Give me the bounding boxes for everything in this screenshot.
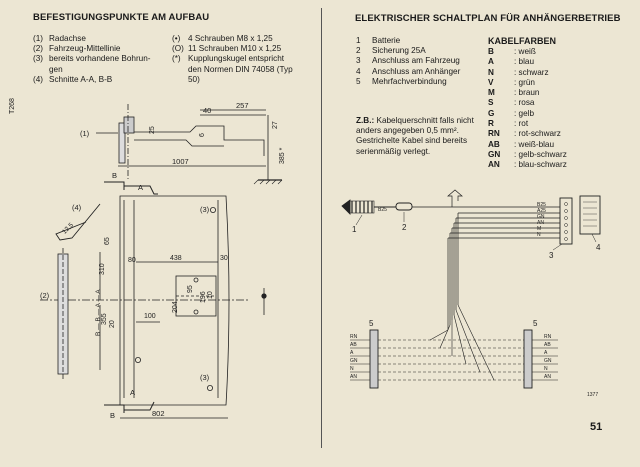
label-b-top: B [112, 171, 117, 180]
dim-802: 802 [152, 409, 165, 418]
dim-10: 10 [207, 291, 214, 299]
conn-right-6: AN [544, 374, 551, 380]
left-heading: BEFESTIGUNGSPUNKTE AM AUFBAU [33, 12, 210, 23]
label-a-bottom: A [130, 388, 135, 397]
dim-65: 65 [104, 237, 111, 245]
label-b-bottom: B [110, 411, 115, 420]
dim-27: 27 [272, 121, 279, 129]
callout-3-bottom: (3) [200, 373, 210, 382]
cable-colors-list: B: weiß A: blau N: schwarz V: grün M: br… [488, 47, 567, 170]
figure-code: 1377 [587, 392, 598, 398]
legend-right: (•)4 Schrauben M8 x 1,25 (O)11 Schrauben… [172, 34, 293, 84]
wire-code-5: M [537, 226, 541, 232]
callout-1-wiring: 1 [352, 225, 357, 234]
conn-right-2: AB [544, 342, 551, 348]
dim-95: 95 [187, 285, 194, 293]
drawing-code: T268 [9, 98, 16, 114]
dim-12-5: 12,5 [61, 221, 75, 235]
callout-4: (4) [72, 203, 82, 212]
wire-code-2: A25 [537, 208, 546, 214]
dim-438: 438 [170, 255, 182, 262]
dim-30: 30 [220, 255, 228, 262]
dim-204: 204 [172, 301, 179, 313]
conn-right-3: A [544, 350, 548, 356]
dim-1007: 1007 [172, 157, 189, 166]
dim-6: 6 [199, 133, 206, 137]
dim-40: 40 [203, 106, 211, 115]
section-labels: B — B — A — A [95, 289, 102, 336]
callout-4-wiring: 4 [596, 243, 601, 252]
dim-355: 355 [101, 313, 108, 325]
cable-colors-title: KABELFARBEN [488, 36, 557, 46]
callout-1: (1) [80, 129, 90, 138]
dim-25: 25 [149, 126, 156, 134]
conn-right-4: GN [544, 358, 552, 364]
legend-left: (1)Radachse (2)Fahrzeug-Mittellinie (3)b… [33, 34, 151, 84]
callout-3-top: (3) [200, 205, 210, 214]
wire-tag-1: B25 [378, 207, 387, 213]
conn-left-2: AB [350, 342, 357, 348]
conn-left-1: RN [350, 334, 358, 340]
wire-code-4: AN [537, 220, 544, 226]
callout-3-wiring: 3 [549, 251, 554, 260]
dim-100: 100 [144, 313, 156, 320]
page-number: 51 [590, 421, 603, 433]
callout-5-left: 5 [369, 319, 374, 328]
dim-257: 257 [236, 101, 249, 110]
dim-385: 385 * [279, 147, 286, 164]
dim-20: 20 [109, 320, 116, 328]
label-a-top: A [138, 183, 143, 192]
cable-note: Z.B.: Kabelquerschnitt falls nicht ander… [356, 116, 474, 156]
column-divider [321, 8, 322, 448]
callout-5-right: 5 [533, 319, 538, 328]
wire-code-6: N [537, 232, 541, 238]
conn-left-3: A [350, 350, 354, 356]
wiring-diagram: B25 1 2 B25 A25 GN AN M N [341, 189, 601, 398]
note-label: Z.B.: [356, 116, 375, 125]
dim-196: 196 [200, 291, 207, 303]
conn-right-1: RN [544, 334, 552, 340]
conn-right-5: N [544, 366, 548, 372]
conn-left-4: GN [350, 358, 358, 364]
callout-2-wiring: 2 [402, 223, 407, 232]
conn-left-5: N [350, 366, 354, 372]
mounting-drawing: T268 (1) 40 257 25 6 27 385 * 1007 B A [9, 98, 286, 420]
dim-80: 80 [128, 257, 136, 264]
callout-2: (2) [40, 291, 50, 300]
conn-left-6: AN [350, 374, 357, 380]
wire-code-3: GN [537, 214, 545, 220]
dim-310: 310 [99, 263, 106, 275]
right-heading: ELEKTRISCHER SCHALTPLAN FÜR ANHÄNGERBETR… [355, 13, 621, 24]
wire-code-1: B25 [537, 202, 546, 208]
